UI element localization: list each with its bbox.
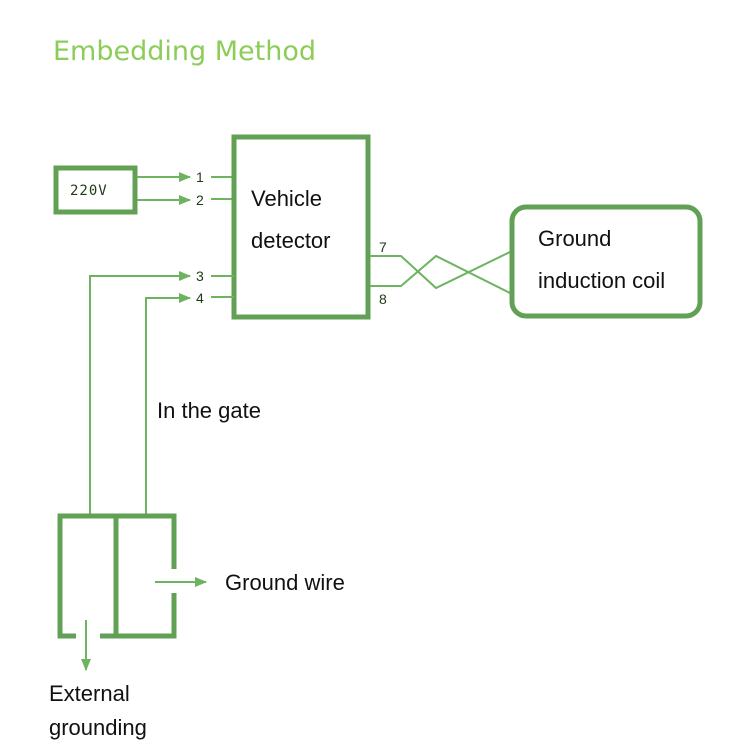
external-grounding-label-line1: External	[49, 681, 130, 706]
grounding-block	[57, 513, 177, 639]
pin-2-label: 2	[196, 192, 204, 208]
coil-label-line1: Ground	[538, 226, 611, 251]
twisted-wire-8	[370, 254, 513, 295]
detector-label-line2: detector	[251, 228, 331, 253]
pin-3-label: 3	[196, 268, 204, 284]
external-grounding-label-line2: grounding	[49, 715, 147, 740]
diagram-title: Embedding Method	[53, 36, 316, 67]
pin-1-label: 1	[196, 169, 204, 185]
detector-label-line1: Vehicle	[251, 186, 322, 211]
in-the-gate-label: In the gate	[157, 398, 261, 423]
wire-pin-4-arrow	[145, 293, 191, 516]
pin-4-label: 4	[196, 290, 204, 306]
vehicle-detector-box: Vehicle detector	[231, 134, 371, 320]
wire-pin-3-arrow	[89, 271, 191, 516]
coil-label-line2: induction coil	[538, 268, 665, 293]
ground-wire-label: Ground wire	[225, 570, 345, 595]
ground-induction-coil-box: Ground induction coil	[509, 204, 703, 319]
power-supply-box: 220V	[53, 165, 138, 215]
pin-8-label: 8	[379, 291, 387, 307]
pin-7-label: 7	[379, 239, 387, 255]
power-supply-label: 220V	[70, 183, 108, 199]
